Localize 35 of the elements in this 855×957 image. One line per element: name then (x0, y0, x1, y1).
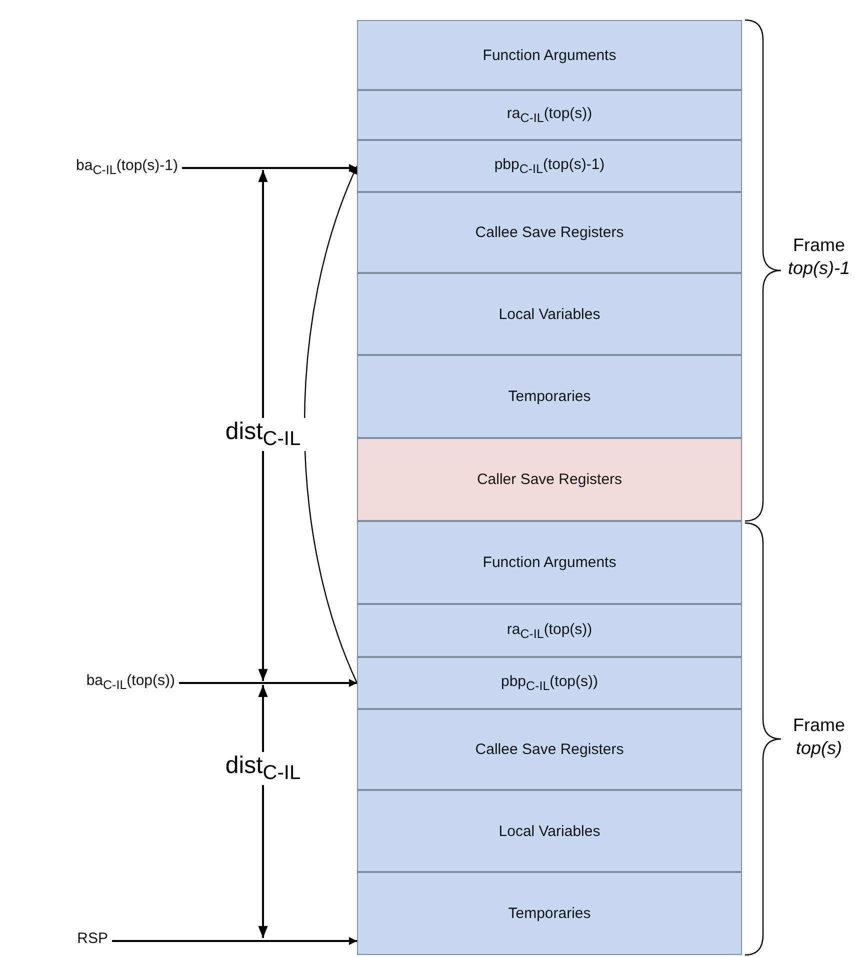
slot-label: Local Variables (498, 306, 600, 322)
slot-label: pbp$_{C-IL}$(top(s)-1) (494, 156, 605, 176)
slot-label: ra$_{C-IL}$(top(s)) (506, 620, 592, 640)
stack-slot (357, 140, 742, 192)
stack-slot (357, 521, 742, 604)
arrow (112, 937, 357, 945)
slot-label: Function Arguments (482, 554, 616, 571)
pointer-label: ba$_{C-IL}$(top(s)) (30, 672, 175, 694)
stack-slot (357, 657, 742, 709)
stack-slot (357, 790, 742, 872)
stack-slot (357, 438, 742, 521)
stack-slot (357, 90, 742, 140)
frame-label: Frame top(s)-1 (786, 234, 851, 280)
frame-label: Frame top(s) (792, 714, 846, 760)
stack-slot (357, 709, 742, 790)
slot-label: Callee Save Registers (475, 224, 624, 241)
stack-slot (357, 273, 742, 355)
arrow (182, 164, 357, 172)
slot-label: ra$_{C-IL}$(top(s)) (506, 105, 592, 125)
slot-label: Local Variables (498, 822, 600, 840)
stack-slot (357, 604, 742, 657)
stack-slot (357, 20, 742, 90)
pointer-label: RSP (76, 930, 108, 952)
arrow (304, 166, 358, 684)
stack-slot (357, 192, 742, 273)
stack-slot (357, 355, 742, 438)
stack-slot (357, 872, 742, 955)
slot-label: Caller Save Registers (476, 471, 622, 488)
arrow (179, 679, 357, 687)
slot-label: pbp$_{C-IL}$(top(s)) (501, 673, 598, 693)
slot-label: Callee Save Registers (475, 741, 624, 758)
slot-label: Temporaries (508, 388, 591, 405)
slot-label: Function Arguments (482, 46, 616, 64)
slot-label: Temporaries (508, 905, 591, 922)
pointer-label: ba$_{C-IL}$(top(s)-1) (2, 157, 178, 179)
